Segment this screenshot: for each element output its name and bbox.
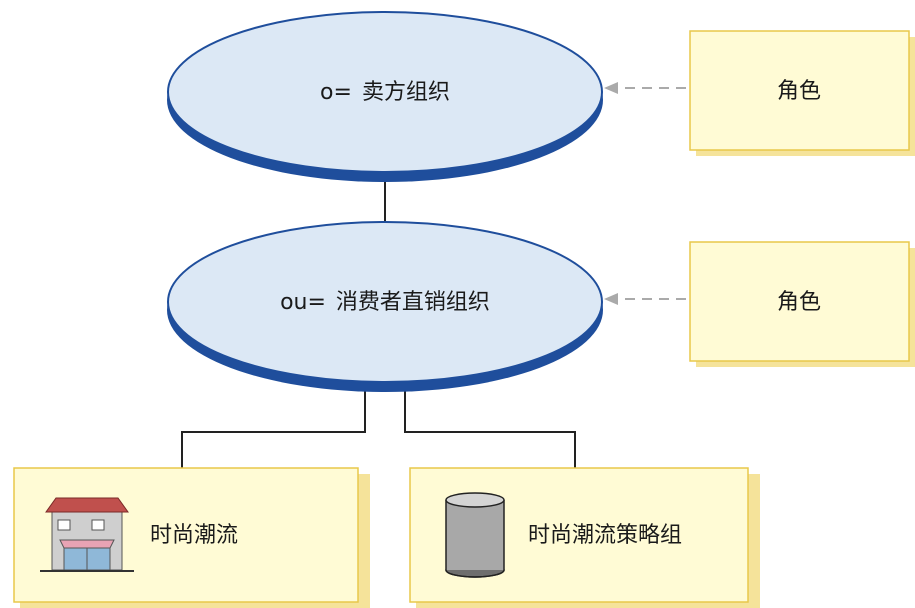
child-box-store: 时尚潮流 bbox=[13, 467, 370, 608]
org-node-ou: ou= 消费者直销组织 bbox=[167, 221, 603, 392]
org-node-ou-shape bbox=[167, 221, 603, 383]
org-node-ou-prefix: ou= bbox=[280, 290, 326, 315]
role-arrow-2 bbox=[604, 293, 686, 305]
svg-text:ou=消费者直销组织: ou= 消费者直销组织 bbox=[280, 290, 490, 315]
role-box-1-label: 角色 bbox=[777, 79, 821, 104]
role-box-2: 角色 bbox=[689, 241, 915, 367]
connector-ou-to-store bbox=[181, 390, 366, 468]
child-box-store-label: 时尚潮流 bbox=[150, 523, 238, 548]
child-box-policy-group: 时尚潮流策略组 bbox=[409, 467, 760, 608]
org-node-o-shape bbox=[167, 11, 603, 173]
child-box-policy-group-label: 时尚潮流策略组 bbox=[528, 523, 682, 548]
org-node-o-name: 卖方组织 bbox=[362, 80, 450, 105]
role-arrow-1 bbox=[604, 82, 686, 94]
database-cylinder-icon bbox=[445, 492, 505, 578]
connector-ou-to-policy-group bbox=[404, 390, 576, 468]
org-node-ou-name: 消费者直销组织 bbox=[336, 290, 490, 315]
role-box-1: 角色 bbox=[689, 30, 915, 156]
org-node-o-prefix: o= bbox=[320, 80, 352, 105]
role-box-2-label: 角色 bbox=[777, 290, 821, 315]
org-node-o: o= 卖方组织 bbox=[167, 11, 603, 182]
store-icon bbox=[40, 497, 134, 572]
svg-text:o=卖方组织: o= 卖方组织 bbox=[320, 80, 450, 105]
